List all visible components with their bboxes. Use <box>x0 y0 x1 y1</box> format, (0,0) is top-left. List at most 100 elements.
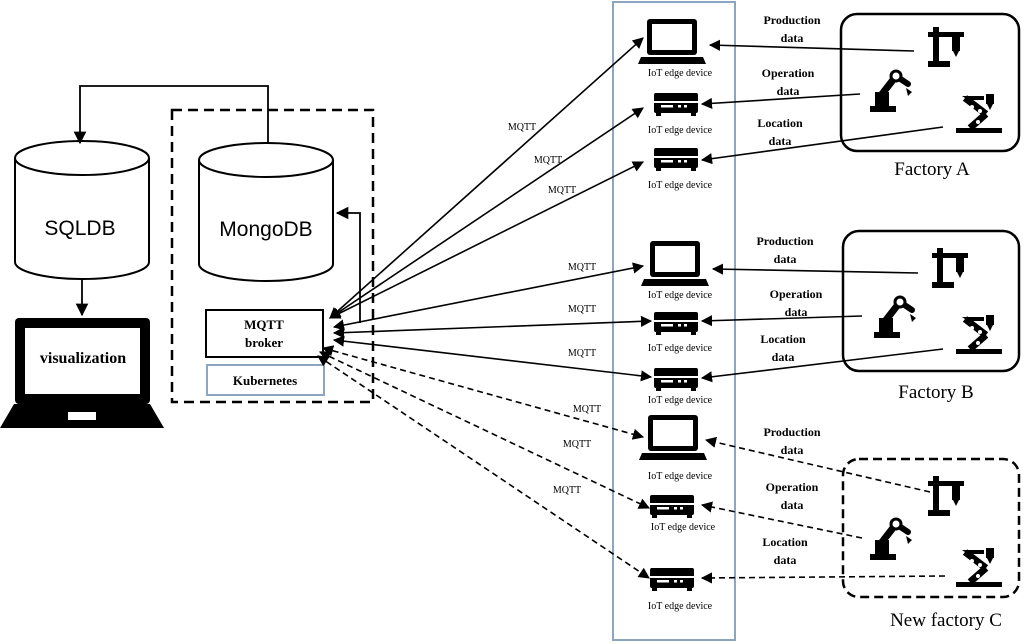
edge-box-icon <box>654 93 698 116</box>
robot-arm-icon <box>870 71 912 112</box>
location-arrow-a <box>700 126 944 165</box>
operation-label-line2: data <box>777 84 800 98</box>
device-label: IoT edge device <box>648 343 713 354</box>
device-label: IoT edge device <box>648 601 713 612</box>
production-label-line2: data <box>781 31 804 45</box>
edge-box-icon <box>654 312 698 335</box>
scara-robot-icon <box>956 315 1002 354</box>
kubernetes-label-box: Kubernetes <box>206 364 325 396</box>
kubernetes-label: Kubernetes <box>233 373 297 388</box>
location-label-line2: data <box>774 553 797 567</box>
scara-robot-icon <box>956 548 1002 587</box>
mqtt-arrow-6 <box>332 335 653 382</box>
device-box-4: IoT edge device <box>648 368 713 406</box>
robot-arm-icon <box>874 297 916 338</box>
edge-box-icon <box>650 568 694 591</box>
mqtt-arrow-3 <box>328 161 645 319</box>
production-label-line1: Production <box>763 425 820 439</box>
mqtt-label: MQTT <box>568 262 596 273</box>
mqtt-label: MQTT <box>568 304 596 315</box>
location-label-line1: Location <box>760 332 806 346</box>
mqtt-arrow-2 <box>329 107 644 319</box>
mongodb-label: MongoDB <box>219 218 312 241</box>
factory-b-box <box>841 229 1021 373</box>
production-label-line2: data <box>774 252 797 266</box>
operation-label-line2: data <box>781 498 804 512</box>
device-box-3: IoT edge device <box>648 312 713 354</box>
device-label: IoT edge device <box>648 471 713 482</box>
mqtt-broker: MQTT broker <box>205 309 324 358</box>
device-box-5: IoT edge device <box>650 495 716 533</box>
device-label: IoT edge device <box>648 395 713 406</box>
laptop-icon <box>641 241 709 286</box>
operation-label-line1: Operation <box>762 66 815 80</box>
data-arrows <box>700 39 946 584</box>
scara-robot-icon <box>956 94 1002 133</box>
edge-box-icon <box>650 495 694 518</box>
factory-a-box <box>839 12 1021 153</box>
production-arrow-b <box>711 263 919 275</box>
production-arrow-a <box>708 39 915 52</box>
mqtt-label: MQTT <box>508 122 536 133</box>
production-arrow-c <box>704 436 931 493</box>
operation-label-line1: Operation <box>766 480 819 494</box>
production-label-line1: Production <box>756 234 813 248</box>
operation-arrow-c <box>700 501 863 539</box>
mqtt-broker-label-line2: broker <box>245 335 283 350</box>
factory-b-label: Factory B <box>898 382 973 403</box>
visualization-label: visualization <box>40 350 126 367</box>
device-laptop-2: IoT edge device <box>641 241 713 301</box>
mongodb-cylinder: MongoDB <box>198 142 334 282</box>
mqtt-arrow-5 <box>332 315 653 339</box>
sqldb-label: SQLDB <box>44 217 115 240</box>
robot-arm-icon <box>870 519 912 560</box>
mqtt-label: MQTT <box>563 439 591 450</box>
location-label-line1: Location <box>757 116 803 130</box>
operation-label-line2: data <box>785 305 808 319</box>
factory-c-label: New factory C <box>890 610 1002 631</box>
visualization-laptop: visualization <box>0 318 164 428</box>
location-label-line2: data <box>769 134 792 148</box>
mqtt-label: MQTT <box>553 485 581 496</box>
edge-box-icon <box>654 368 698 391</box>
device-label: IoT edge device <box>648 180 713 191</box>
gantry-robot-icon <box>928 476 964 516</box>
factory-a-label: Factory A <box>894 159 970 180</box>
location-label-line1: Location <box>762 535 808 549</box>
mqtt-label: MQTT <box>534 155 562 166</box>
mqtt-label: MQTT <box>568 348 596 359</box>
device-box-6: IoT edge device <box>648 568 713 612</box>
device-box-1: IoT edge device <box>648 93 713 136</box>
kubernetes-boundary <box>170 108 375 404</box>
location-label-line2: data <box>772 350 795 364</box>
device-label: IoT edge device <box>648 68 713 79</box>
mqtt-arrow-8 <box>318 351 651 509</box>
laptop-icon <box>638 19 706 64</box>
edge-box-icon <box>654 148 698 171</box>
production-label-line1: Production <box>763 13 820 27</box>
operation-arrow-b <box>700 315 863 327</box>
mongo-to-sql-arrow <box>73 85 269 145</box>
device-label: IoT edge device <box>648 125 713 136</box>
location-arrow-b <box>700 348 944 383</box>
sqldb-cylinder: SQLDB <box>14 140 150 280</box>
device-box-2: IoT edge device <box>648 148 713 191</box>
laptop-icon <box>639 415 707 460</box>
location-arrow-c <box>700 572 946 584</box>
gantry-robot-icon <box>928 27 964 67</box>
mqtt-label: MQTT <box>548 185 576 196</box>
device-laptop-3: IoT edge device <box>639 415 713 482</box>
factory-c-box <box>841 457 1021 599</box>
operation-label-line1: Operation <box>770 287 823 301</box>
gantry-robot-icon <box>932 248 968 288</box>
device-label: IoT edge device <box>651 522 716 533</box>
mqtt-label: MQTT <box>573 404 601 415</box>
operation-arrow-a <box>700 93 861 109</box>
device-label: IoT edge device <box>648 290 713 301</box>
device-laptop-1: IoT edge device <box>638 19 713 79</box>
production-label-line2: data <box>781 443 804 457</box>
mqtt-arrow-4 <box>332 262 645 331</box>
mqtt-arrow-9 <box>317 355 650 579</box>
mqtt-broker-label-line1: MQTT <box>244 317 284 332</box>
